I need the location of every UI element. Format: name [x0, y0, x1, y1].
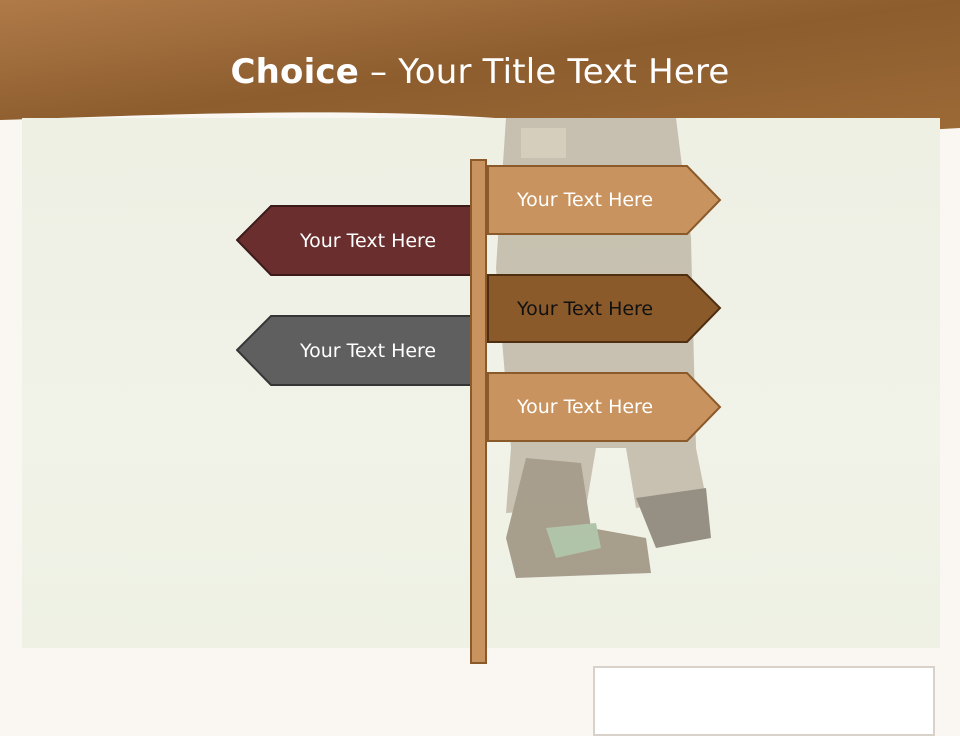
sign-left-1-label: Your Text Here [300, 229, 437, 252]
sign-right-1[interactable]: Your Text Here [487, 165, 723, 235]
sign-left-2[interactable]: Your Text Here [236, 315, 472, 386]
sign-right-1-label: Your Text Here [517, 189, 654, 211]
sign-right-3[interactable]: Your Text Here [487, 372, 723, 442]
corner-box [593, 666, 935, 736]
signpost-pole [470, 159, 487, 664]
sign-right-2-shape [487, 274, 722, 343]
sign-right-3-shape [487, 372, 722, 442]
title-bold: Choice [230, 52, 360, 92]
sign-right-1-shape [487, 165, 722, 235]
sign-right-3-label: Your Text Here [517, 396, 654, 418]
slide-title: Choice – Your Title Text Here [0, 52, 960, 92]
sign-right-2[interactable]: Your Text Here [487, 274, 723, 343]
header-band [0, 0, 960, 134]
sign-right-2-label: Your Text Here [517, 297, 654, 320]
title-rest: – Your Title Text Here [359, 52, 730, 92]
sign-left-1[interactable]: Your Text Here [236, 205, 472, 276]
sign-left-2-label: Your Text Here [300, 339, 437, 362]
